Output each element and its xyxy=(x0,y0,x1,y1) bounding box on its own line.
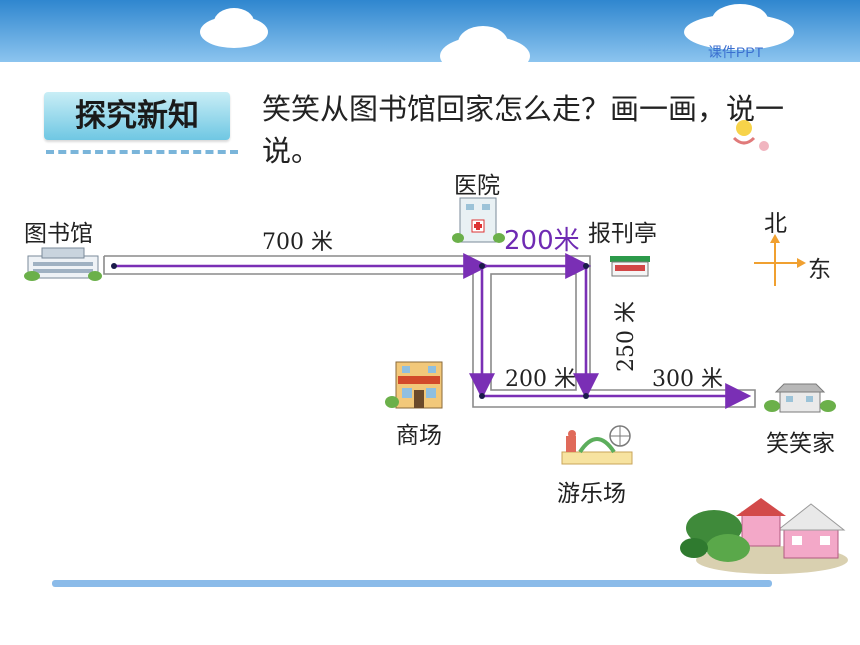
hospital-icon xyxy=(452,197,505,243)
distance-newsstand-park: 250 米 xyxy=(614,301,639,372)
home-icon xyxy=(764,383,836,413)
watermark-text: 课件PPT xyxy=(708,44,764,60)
section-badge: 探究新知 xyxy=(44,92,230,140)
question-text: 笑笑从图书馆回家怎么走？画一画，说一说。 xyxy=(262,92,785,168)
node-hospital xyxy=(479,263,485,269)
label-mall: 商场 xyxy=(396,423,442,449)
cloud-left-puff xyxy=(214,8,254,36)
compass-east-label: 东 xyxy=(808,257,831,283)
compass-cross xyxy=(754,240,800,286)
distance-library-hospital: 700 米 xyxy=(262,230,333,255)
amusement-park-icon xyxy=(561,425,633,465)
label-hospital: 医院 xyxy=(454,173,500,199)
label-amusement-park: 游乐场 xyxy=(557,481,626,507)
cartoon-girl-icon xyxy=(732,120,769,151)
newsstand-icon xyxy=(610,256,650,277)
corner-house-illustration xyxy=(680,498,848,574)
road-inner-block xyxy=(490,273,577,391)
bottom-divider xyxy=(52,580,772,587)
badge-underline xyxy=(46,150,238,154)
cloud-right-puff xyxy=(712,4,768,36)
cloud-center-puff xyxy=(458,26,508,60)
distance-hospital-newsstand: 200米 xyxy=(504,226,580,256)
compass-north-label: 北 xyxy=(764,211,787,237)
route-nodes xyxy=(111,263,589,399)
label-home: 笑笑家 xyxy=(766,431,835,457)
mall-icon xyxy=(385,361,443,409)
node-mall xyxy=(479,393,485,399)
distance-park-home: 300 米 xyxy=(652,367,723,392)
distance-mall-park: 200 米 xyxy=(505,367,576,392)
compass-east-arrow xyxy=(797,258,806,268)
label-library: 图书馆 xyxy=(24,221,93,247)
label-newsstand: 报刊亭 xyxy=(588,221,657,247)
road-outer xyxy=(103,255,756,408)
node-library xyxy=(111,263,117,269)
node-newsstand xyxy=(583,263,589,269)
compass-north-arrow xyxy=(770,234,780,243)
node-park xyxy=(583,393,589,399)
road-network xyxy=(103,255,756,408)
route-paths xyxy=(114,253,752,409)
library-icon xyxy=(24,247,102,281)
